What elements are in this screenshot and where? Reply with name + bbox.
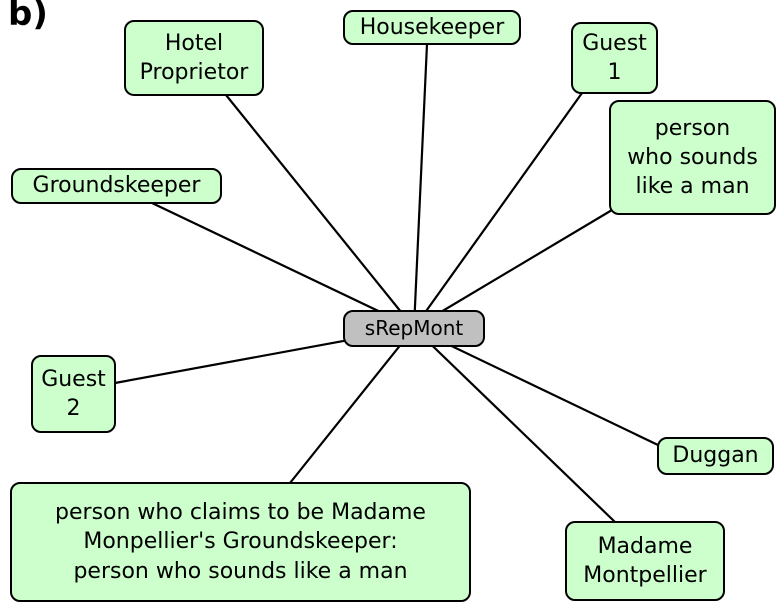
node-hotel-proprietor[interactable]: Hotel Proprietor <box>124 20 264 96</box>
node-madame-montpellier[interactable]: Madame Montpellier <box>565 521 725 601</box>
node-groundskeeper[interactable]: Groundskeeper <box>11 168 222 204</box>
edge-center-madame-montpellier <box>413 327 616 523</box>
edge-center-person-sounds-man <box>413 209 613 329</box>
node-person-who-claims-to-be-groundskeeper[interactable]: person who claims to be Madame Monpellie… <box>10 482 471 602</box>
edge-center-housekeeper <box>412 43 429 329</box>
edge-center-groundskeeper <box>151 202 415 329</box>
edge-center-guest-1 <box>413 92 583 329</box>
edge-center-hotel-proprietor <box>225 94 415 329</box>
edge-center-claims-groundskeeper <box>289 327 415 484</box>
node-guest-1[interactable]: Guest 1 <box>571 22 658 94</box>
node-person-who-sounds-like-a-man[interactable]: person who sounds like a man <box>609 100 776 215</box>
panel-label: b) <box>8 0 48 34</box>
edge-center-duggan <box>413 327 659 446</box>
node-guest-2[interactable]: Guest 2 <box>31 355 116 433</box>
node-duggan[interactable]: Duggan <box>657 437 774 475</box>
node-housekeeper[interactable]: Housekeeper <box>343 10 521 45</box>
node-srepmont[interactable]: sRepMont <box>343 310 485 347</box>
